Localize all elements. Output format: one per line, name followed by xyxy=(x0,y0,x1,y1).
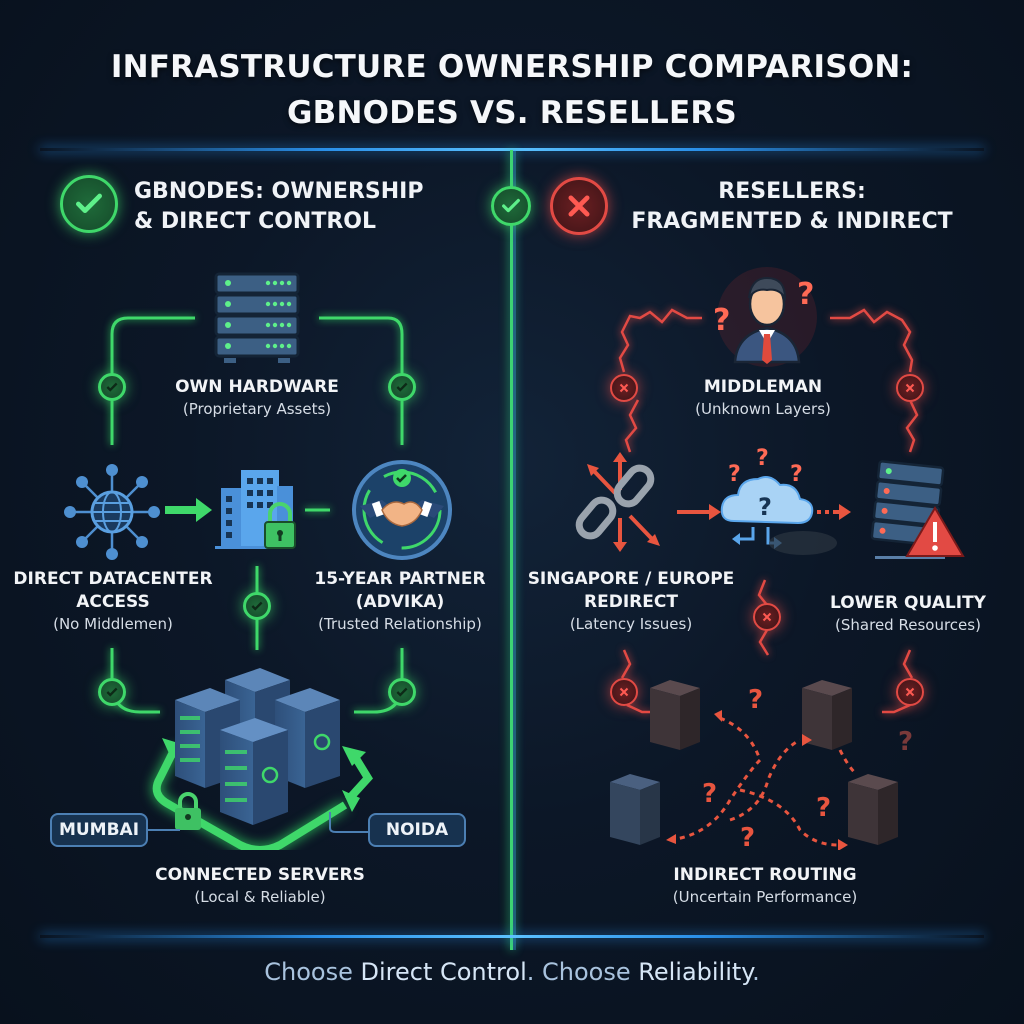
tagline-emphasis: Reliability xyxy=(638,958,753,986)
svg-text:?: ? xyxy=(702,779,717,809)
node-title: (ADVIKA) xyxy=(355,592,445,612)
tagline-part: . xyxy=(752,958,760,986)
node-middleman: MIDDLEMAN (Unknown Layers) xyxy=(668,376,858,420)
svg-text:?: ? xyxy=(748,685,763,715)
server-warning-icon xyxy=(870,460,965,559)
node-redirect: SINGAPORE / EUROPE REDIRECT (Latency Iss… xyxy=(515,568,747,635)
right-section-title: RESELLERS: FRAGMENTED & INDIRECT xyxy=(612,177,972,237)
top-divider xyxy=(40,148,984,151)
check-circle-icon xyxy=(60,175,118,233)
node-subtitle: (Shared Resources) xyxy=(835,616,981,634)
node-title: DIRECT DATACENTER xyxy=(13,569,213,589)
check-badge-icon xyxy=(388,678,416,706)
scattered-servers-icon: ? ? ? ? ? xyxy=(610,680,913,850)
secure-building-icon xyxy=(215,470,296,549)
left-title-line-1: GBNODES: OWNERSHIP xyxy=(134,179,424,204)
node-title: REDIRECT xyxy=(584,592,678,612)
node-subtitle: (No Middlemen) xyxy=(53,615,173,633)
title-line-1: INFRASTRUCTURE OWNERSHIP COMPARISON: xyxy=(110,49,914,85)
node-subtitle: (Unknown Layers) xyxy=(695,400,831,418)
svg-text:?: ? xyxy=(756,446,769,471)
svg-text:?: ? xyxy=(758,493,772,521)
node-subtitle: (Trusted Relationship) xyxy=(318,615,482,633)
network-globe-icon xyxy=(64,464,160,560)
right-title-line-1: RESELLERS: xyxy=(718,179,866,204)
x-badge-icon xyxy=(753,603,781,631)
server-cluster-icon xyxy=(152,668,373,850)
node-title: MIDDLEMAN xyxy=(703,377,823,397)
node-title: LOWER QUALITY xyxy=(829,593,986,613)
page-title: INFRASTRUCTURE OWNERSHIP COMPARISON: GBN… xyxy=(0,44,1024,136)
node-connected-servers: CONNECTED SERVERS (Local & Reliable) xyxy=(130,864,390,908)
center-check-icon xyxy=(491,186,531,226)
dotted-arrow-icon xyxy=(817,504,851,520)
node-title: OWN HARDWARE xyxy=(175,377,339,397)
node-direct-datacenter: DIRECT DATACENTER ACCESS (No Middlemen) xyxy=(8,568,218,635)
center-divider-blue xyxy=(513,150,516,950)
x-badge-icon xyxy=(896,374,924,402)
businessman-icon: ? ? xyxy=(713,267,817,367)
server-rack-icon xyxy=(214,272,300,363)
left-section-title: GBNODES: OWNERSHIP & DIRECT CONTROL xyxy=(134,177,423,237)
node-partner: 15-YEAR PARTNER (ADVIKA) (Trusted Relati… xyxy=(290,568,510,635)
svg-text:?: ? xyxy=(898,727,913,757)
city-connectors xyxy=(148,812,368,833)
arrow-right-icon xyxy=(677,504,721,520)
svg-text:?: ? xyxy=(816,793,831,823)
node-subtitle: (Local & Reliable) xyxy=(194,888,326,906)
bottom-divider xyxy=(40,935,984,938)
node-subtitle: (Proprietary Assets) xyxy=(182,400,332,418)
left-title-line-2: & DIRECT CONTROL xyxy=(134,209,376,234)
tagline-emphasis: Direct Control xyxy=(360,958,527,986)
node-subtitle: (Latency Issues) xyxy=(569,615,693,633)
check-badge-icon xyxy=(243,592,271,620)
svg-text:?: ? xyxy=(790,462,803,487)
node-title: ACCESS xyxy=(76,592,150,612)
svg-text:?: ? xyxy=(713,303,730,338)
tagline-part: Choose xyxy=(264,958,361,986)
x-badge-icon xyxy=(610,678,638,706)
check-badge-icon xyxy=(98,678,126,706)
center-divider-green xyxy=(510,150,513,950)
node-lower-quality: LOWER QUALITY (Shared Resources) xyxy=(808,592,1008,636)
node-indirect-routing: INDIRECT ROUTING (Uncertain Performance) xyxy=(635,864,895,908)
node-title: 15-YEAR PARTNER xyxy=(314,569,486,589)
location-noida: NOIDA xyxy=(368,813,466,847)
location-label: MUMBAI xyxy=(58,820,140,840)
node-subtitle: (Uncertain Performance) xyxy=(672,888,858,906)
x-badge-icon xyxy=(610,374,638,402)
node-own-hardware: OWN HARDWARE (Proprietary Assets) xyxy=(157,376,357,420)
svg-text:?: ? xyxy=(797,277,814,312)
handshake-icon xyxy=(352,460,452,560)
check-badge-icon xyxy=(388,373,416,401)
x-circle-icon xyxy=(550,177,608,235)
location-label: NOIDA xyxy=(385,820,449,840)
check-badge-icon xyxy=(98,373,126,401)
right-title-line-2: FRAGMENTED & INDIRECT xyxy=(631,209,953,234)
broken-link-icon xyxy=(575,452,660,552)
tagline-part: . Choose xyxy=(526,958,639,986)
svg-text:?: ? xyxy=(728,462,741,487)
right-connectors xyxy=(618,308,919,714)
node-title: SINGAPORE / EUROPE xyxy=(527,569,735,589)
svg-text:?: ? xyxy=(740,823,755,850)
location-mumbai: MUMBAI xyxy=(50,813,148,847)
node-title: INDIRECT ROUTING xyxy=(673,865,857,885)
cloud-question-icon: ? ? ? ? xyxy=(720,446,837,555)
footer-tagline: Choose Direct Control. Choose Reliabilit… xyxy=(0,958,1024,986)
title-line-2: GBNODES VS. RESELLERS xyxy=(287,95,737,131)
x-badge-icon xyxy=(896,678,924,706)
node-title: CONNECTED SERVERS xyxy=(155,865,365,885)
